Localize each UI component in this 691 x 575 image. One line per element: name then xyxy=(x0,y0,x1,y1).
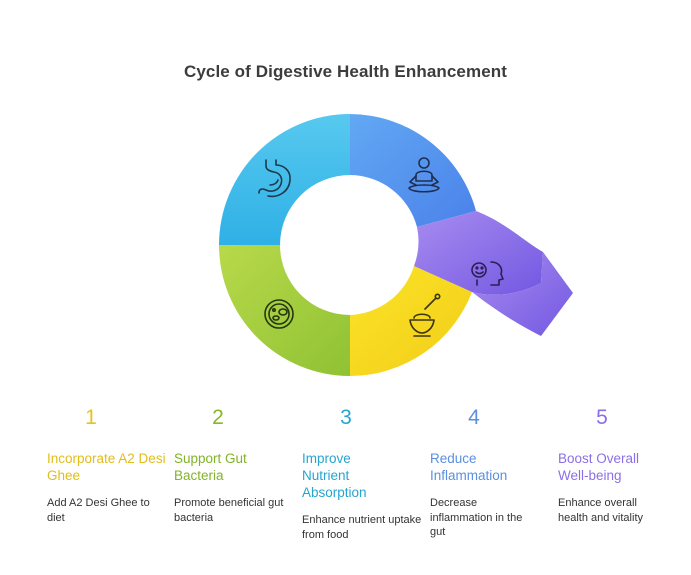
segment-meditation xyxy=(350,114,476,227)
diagram-title: Cycle of Digestive Health Enhancement xyxy=(183,62,507,81)
step-number: 3 xyxy=(340,406,352,429)
step-number: 1 xyxy=(85,406,97,429)
step-3: 3 Improve Nutrient Absorption Enhance nu… xyxy=(302,406,424,542)
step-description: Enhance nutrient uptake from food xyxy=(302,514,422,541)
step-description: Add A2 Desi Ghee to diet xyxy=(47,497,150,524)
step-description: Enhance overall health and vitality xyxy=(558,497,643,524)
step-number: 2 xyxy=(212,406,224,429)
bacteria-dish-icon xyxy=(264,299,294,329)
step-5: 5 Boost Overall Well-being Enhance overa… xyxy=(558,406,680,525)
segment-stomach xyxy=(219,114,350,245)
step-heading: Reduce Inflammation xyxy=(430,451,508,483)
step-heading: Support Gut Bacteria xyxy=(174,451,247,483)
segment-wellbeing-arrow xyxy=(414,211,543,295)
honey-bowl-icon xyxy=(409,293,441,337)
segment-honey xyxy=(350,266,472,376)
step-2: 2 Support Gut Bacteria Promote beneficia… xyxy=(174,406,296,525)
stomach-icon xyxy=(258,159,291,198)
step-1: 1 Incorporate A2 Desi Ghee Add A2 Desi G… xyxy=(47,406,169,525)
segment-bacteria xyxy=(219,245,350,376)
step-number: 4 xyxy=(468,406,480,429)
step-heading: Improve Nutrient Absorption xyxy=(302,451,367,500)
step-description: Promote beneficial gut bacteria xyxy=(174,497,284,524)
meditation-icon xyxy=(408,157,440,193)
step-description: Decrease inflammation in the gut xyxy=(430,497,523,538)
arrow-head xyxy=(472,252,573,336)
step-4: 4 Reduce Inflammation Decrease inflammat… xyxy=(430,406,552,540)
happy-face-icon xyxy=(471,261,504,286)
step-number: 5 xyxy=(596,406,608,429)
step-heading: Incorporate A2 Desi Ghee xyxy=(47,451,166,483)
step-heading: Boost Overall Well-being xyxy=(558,451,640,483)
